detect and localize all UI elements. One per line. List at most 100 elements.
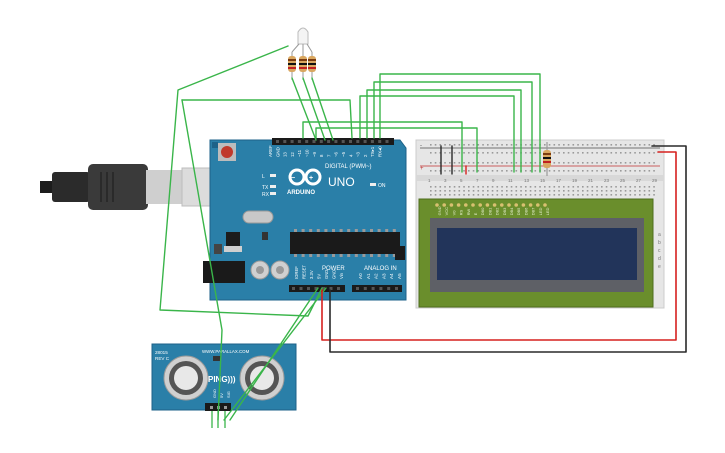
analog-pin[interactable] <box>379 287 383 290</box>
breadboard-hole <box>586 152 589 154</box>
power-pin[interactable] <box>322 287 325 290</box>
reset-button[interactable] <box>218 143 236 161</box>
resistor-pair-top[interactable] <box>288 27 316 80</box>
digital-pin[interactable] <box>378 140 382 143</box>
lcd-pin[interactable] <box>471 203 475 207</box>
breadboard-hole <box>648 190 651 192</box>
lcd-pin[interactable] <box>442 203 447 207</box>
power-jack[interactable] <box>203 261 245 283</box>
breadboard-hole <box>596 162 598 164</box>
lcd-pin[interactable] <box>435 203 439 207</box>
wire-green[interactable] <box>181 99 353 139</box>
lcd-pin[interactable] <box>543 203 547 207</box>
analog-pin[interactable] <box>395 287 398 290</box>
wire-green[interactable] <box>223 287 327 421</box>
lcd-pin[interactable] <box>536 203 540 207</box>
wire-green[interactable] <box>373 81 533 173</box>
lcd-pin[interactable] <box>528 203 533 207</box>
breadboard-hole <box>653 162 655 164</box>
analog-pin-label: A0 <box>358 273 363 279</box>
digital-pin[interactable] <box>334 140 338 143</box>
digital-pin[interactable] <box>305 140 309 143</box>
digital-pin[interactable] <box>312 140 316 143</box>
wire-green[interactable] <box>302 77 326 141</box>
breadboard-hole <box>567 186 570 188</box>
ping-sensor[interactable]: 28015 REV C WWW.PARALLAX.COM PING))) GND… <box>151 343 297 428</box>
power-pin-label: 3.3V <box>309 270 314 279</box>
lcd-pin[interactable] <box>456 203 461 207</box>
chip-pin <box>370 229 373 232</box>
digital-pin[interactable] <box>319 140 323 143</box>
breadboard-hole <box>515 186 518 188</box>
breadboard-hole <box>653 190 655 192</box>
lcd-pin[interactable] <box>485 203 490 207</box>
breadboard-hole <box>653 186 655 188</box>
power-pin[interactable] <box>314 287 318 290</box>
breadboard-hole <box>525 194 527 196</box>
digital-pin-label: ~5 <box>341 151 346 157</box>
breadboard-hole <box>610 152 613 154</box>
breadboard-hole <box>510 190 513 192</box>
breadboard-hole <box>639 190 641 192</box>
wire-red[interactable] <box>321 151 677 341</box>
digital-pin[interactable] <box>327 140 331 143</box>
wire-green[interactable] <box>311 77 334 141</box>
breadboard-hole <box>586 170 589 172</box>
digital-pin[interactable] <box>385 140 389 143</box>
wire-green[interactable] <box>379 73 541 173</box>
digital-pin[interactable] <box>290 140 294 143</box>
analog-pin[interactable] <box>371 287 375 290</box>
breadboard-hole <box>487 162 489 164</box>
analog-header[interactable] <box>352 285 402 292</box>
sensor-url: WWW.PARALLAX.COM <box>202 349 250 354</box>
lcd-pin[interactable] <box>492 203 497 207</box>
digital-pin[interactable] <box>341 140 345 143</box>
digital-pin[interactable] <box>356 140 360 143</box>
wire-green[interactable] <box>159 45 323 317</box>
power-pin[interactable] <box>337 287 340 290</box>
wire-green[interactable] <box>366 89 522 173</box>
lcd-pin[interactable] <box>514 203 518 207</box>
breadboard-hole <box>525 162 527 164</box>
digital-header[interactable] <box>272 138 394 145</box>
lcd-pin[interactable] <box>464 203 468 207</box>
digital-pin-label: 12 <box>290 152 295 157</box>
wire-green[interactable] <box>229 287 319 421</box>
digital-pin[interactable] <box>283 140 287 143</box>
analog-pin[interactable] <box>387 287 391 290</box>
wire-green[interactable] <box>302 121 463 173</box>
rgb-led[interactable] <box>291 27 313 56</box>
power-pin[interactable] <box>292 287 295 290</box>
digital-pin[interactable] <box>276 140 279 143</box>
resistor-breadboard[interactable] <box>543 142 551 176</box>
sensor-pin-label: GND <box>212 389 217 398</box>
wire-black[interactable] <box>329 145 687 353</box>
breadboard-hole <box>515 152 518 154</box>
power-pin[interactable] <box>299 287 303 290</box>
power-pin[interactable] <box>307 287 310 290</box>
digital-pin[interactable] <box>297 140 301 143</box>
analog-pin[interactable] <box>356 287 359 290</box>
lcd-pin[interactable] <box>507 203 511 207</box>
wire-green[interactable] <box>291 77 317 141</box>
lcd-pin[interactable] <box>478 203 483 207</box>
analog-pin[interactable] <box>363 287 367 290</box>
digital-pin[interactable] <box>370 140 374 143</box>
lcd-pin[interactable] <box>521 203 526 207</box>
wire-green[interactable] <box>315 127 478 173</box>
chip-pin <box>316 254 320 257</box>
breadboard-column-number: 13 <box>524 178 530 183</box>
wire-green[interactable] <box>359 95 515 173</box>
breadboard-hole <box>506 190 508 192</box>
breadboard-hole <box>534 186 537 188</box>
chip-pin <box>354 229 358 232</box>
wire-green[interactable] <box>181 99 223 421</box>
digital-pin[interactable] <box>363 140 367 143</box>
power-pin[interactable] <box>329 287 333 290</box>
lcd-pin[interactable] <box>449 203 454 207</box>
breadboard-hole <box>444 162 446 164</box>
digital-pin[interactable] <box>349 140 352 143</box>
lcd-pin[interactable] <box>500 203 504 207</box>
